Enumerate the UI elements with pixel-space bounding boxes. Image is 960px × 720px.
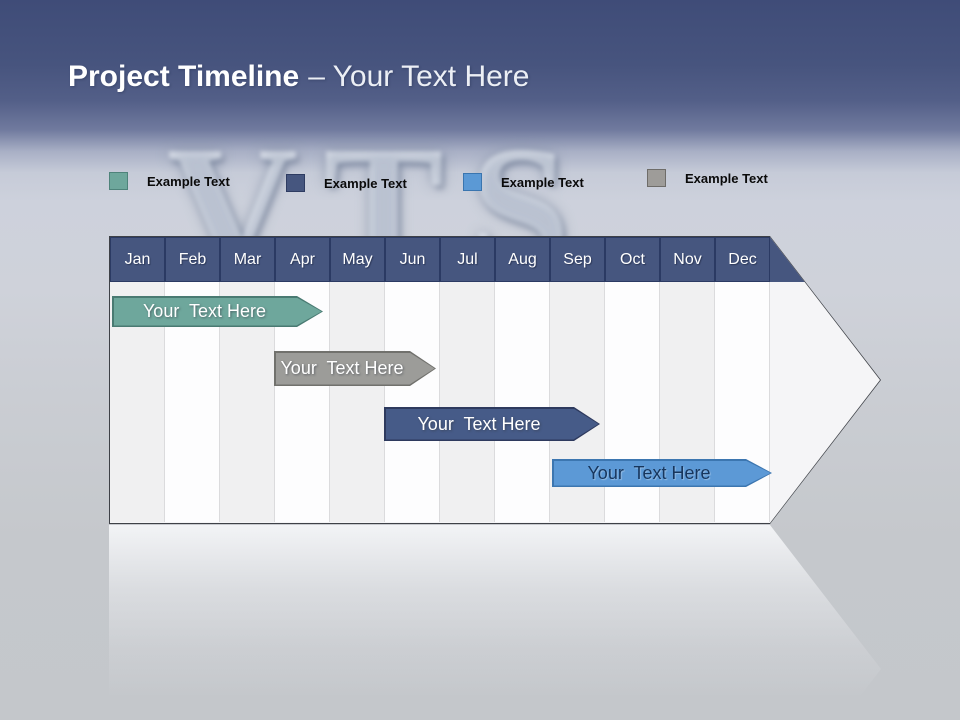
month-cell: May <box>330 237 385 282</box>
grid-column <box>330 282 385 522</box>
month-cell: Oct <box>605 237 660 282</box>
task-bar-fill <box>554 461 771 486</box>
task-bar-fill <box>386 409 599 440</box>
month-cell: Jul <box>440 237 495 282</box>
legend-item[interactable]: Example Text <box>109 172 230 190</box>
task-bar-label: Your Text Here <box>280 358 404 378</box>
slide-title-placeholder: – Your Text Here <box>308 60 530 93</box>
task-bar-fill <box>114 298 322 326</box>
month-cell: Aug <box>495 237 550 282</box>
legend-label: Example Text <box>501 174 584 190</box>
grid-column <box>440 282 495 522</box>
legend-swatch-grey <box>647 169 666 187</box>
month-cell: Mar <box>220 237 275 282</box>
task-bar-label: Your Text Here <box>587 462 711 483</box>
month-cell: Sep <box>550 237 605 282</box>
timeline-arrow-shape: Jan Feb Mar Apr May Jun Jul Aug Sep Oct … <box>109 236 881 524</box>
task-bar-fill <box>276 353 435 385</box>
month-header-row: Jan Feb Mar Apr May Jun Jul Aug Sep Oct … <box>110 237 770 282</box>
month-cell: Apr <box>275 237 330 282</box>
month-cell: Dec <box>715 237 770 282</box>
legend-swatch-teal <box>109 172 128 190</box>
task-bar-2[interactable]: Your Text Here <box>274 351 436 386</box>
legend-swatch-darkblue <box>286 174 305 192</box>
task-bar-1[interactable]: Your Text Here <box>112 296 323 327</box>
legend-item[interactable]: Example Text <box>647 169 768 187</box>
grid-column <box>385 282 440 522</box>
legend-label: Example Text <box>147 173 230 189</box>
task-bar-3[interactable]: Your Text Here <box>384 407 600 441</box>
task-bar-label: Your Text Here <box>142 301 267 321</box>
month-cell: Nov <box>660 237 715 282</box>
grid-column <box>495 282 550 522</box>
shape-reflection <box>109 525 881 720</box>
legend-label: Example Text <box>324 175 407 191</box>
month-cell: Jan <box>110 237 165 282</box>
timeline-body: Jan Feb Mar Apr May Jun Jul Aug Sep Oct … <box>110 237 880 523</box>
month-cell: Feb <box>165 237 220 282</box>
legend-label: Example Text <box>685 170 768 186</box>
task-bar-4[interactable]: Your Text Here <box>552 459 772 487</box>
slide-title[interactable]: Project Timeline– Your Text Here <box>68 60 529 94</box>
task-bar-label: Your Text Here <box>417 413 541 434</box>
legend-swatch-lightblue <box>463 173 482 191</box>
legend-item[interactable]: Example Text <box>286 174 407 192</box>
month-cell: Jun <box>385 237 440 282</box>
slide-title-main: Project Timeline <box>68 60 300 93</box>
legend-item[interactable]: Example Text <box>463 173 584 191</box>
